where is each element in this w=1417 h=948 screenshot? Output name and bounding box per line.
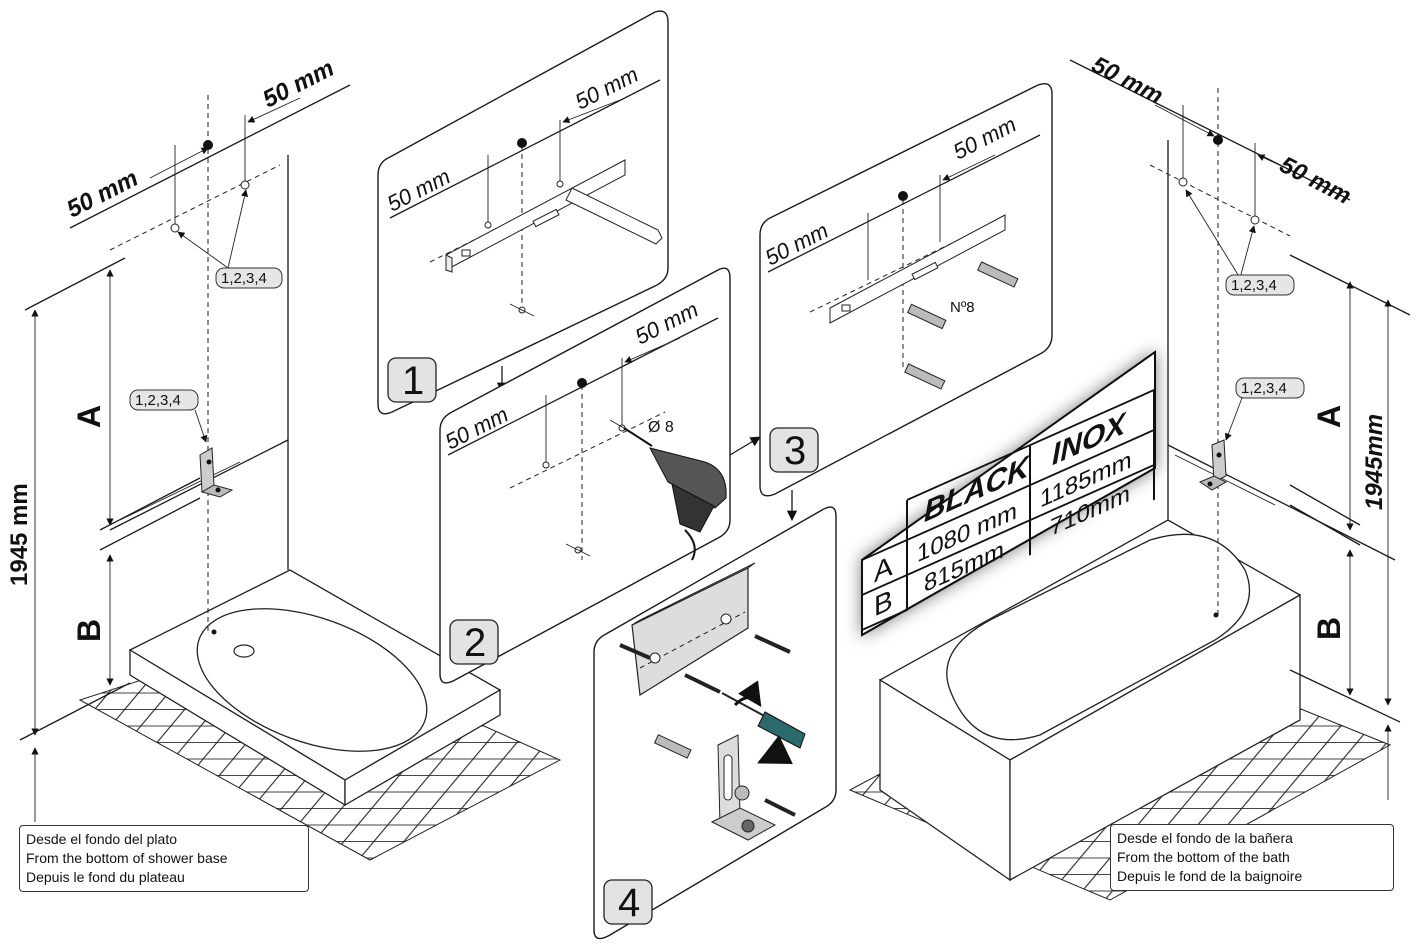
svg-text:1,2,3,4: 1,2,3,4 [1231, 277, 1277, 294]
bath-offset-right: 50 mm [1275, 151, 1355, 210]
screw-icon [619, 634, 796, 817]
shower-wall-base [109, 439, 289, 531]
step-panel-4: 4 [593, 506, 837, 940]
step-number-4: 4 [618, 881, 640, 925]
shower-bracket-callout: 1,2,3,4 [129, 389, 199, 411]
shower-note-es: Desde el fondo del plato [26, 831, 177, 847]
shower-bracket [119, 447, 241, 521]
bath-top-callout: 1,2,3,4 [1225, 274, 1295, 296]
bath-letter-b: B [1311, 617, 1347, 640]
shower-letter-b: B [71, 619, 107, 642]
bath-letter-a: A [1311, 405, 1347, 428]
bath-total-height: 1945mm [1361, 414, 1388, 510]
step-panel-1: 50 mm 50 mm 1 [377, 10, 669, 415]
bath-reference-note: Desde el fondo de la bañera From the bot… [1110, 824, 1394, 891]
bath-note-es: Desde el fondo de la bañera [1117, 830, 1293, 846]
svg-text:1,2,3,4: 1,2,3,4 [221, 270, 267, 287]
anchor-size: Nº8 [950, 299, 975, 316]
shower-letter-a: A [71, 405, 107, 428]
shower-tray [128, 569, 502, 807]
step-number-1: 1 [402, 359, 424, 403]
shower-offset-left: 50 mm [62, 165, 142, 224]
screwdriver-icon [721, 680, 806, 764]
svg-text:1,2,3,4: 1,2,3,4 [135, 392, 181, 409]
bath-bracket-callout: 1,2,3,4 [1235, 377, 1305, 399]
bathtub [878, 519, 1302, 882]
drill-icon [623, 427, 727, 561]
table-row-a-label: A [874, 549, 893, 589]
svg-text:1,2,3,4: 1,2,3,4 [1241, 380, 1287, 397]
step-panel-3: 50 mm 50 mm Nº8 3 [759, 82, 1053, 497]
step-number-2: 2 [464, 621, 486, 665]
table-row-b-label: B [874, 584, 893, 624]
l-bracket-icon [710, 734, 777, 841]
bath-scene: 50 mm 50 mm 1,2,3,4 A B 1945mm 1, [848, 51, 1411, 901]
shower-note-en: From the bottom of shower base [26, 850, 228, 866]
step-number-3: 3 [784, 429, 806, 473]
shower-reference-note: Desde el fondo del plato From the bottom… [19, 825, 309, 892]
bath-note-en: From the bottom of the bath [1117, 849, 1290, 865]
bath-note-fr: Depuis le fond de la baignoire [1117, 868, 1303, 884]
shower-offset-right: 50 mm [258, 55, 338, 114]
shower-total-height: 1945 mm [6, 483, 33, 586]
bath-offset-left: 50 mm [1087, 51, 1167, 110]
shower-top-callout: 1,2,3,4 [215, 267, 283, 289]
shower-note-fr: Depuis le fond du plateau [26, 869, 185, 885]
bath-bracket [1174, 439, 1276, 506]
drill-diameter: Ø 8 [648, 419, 674, 436]
wall-plug-icon [904, 261, 1019, 390]
shower-scene: 50 mm 50 mm 1,2,3,4 A B 1945 mm [6, 55, 562, 861]
shower-top-dim-line [69, 84, 351, 229]
shower-centre-dot [203, 140, 213, 150]
